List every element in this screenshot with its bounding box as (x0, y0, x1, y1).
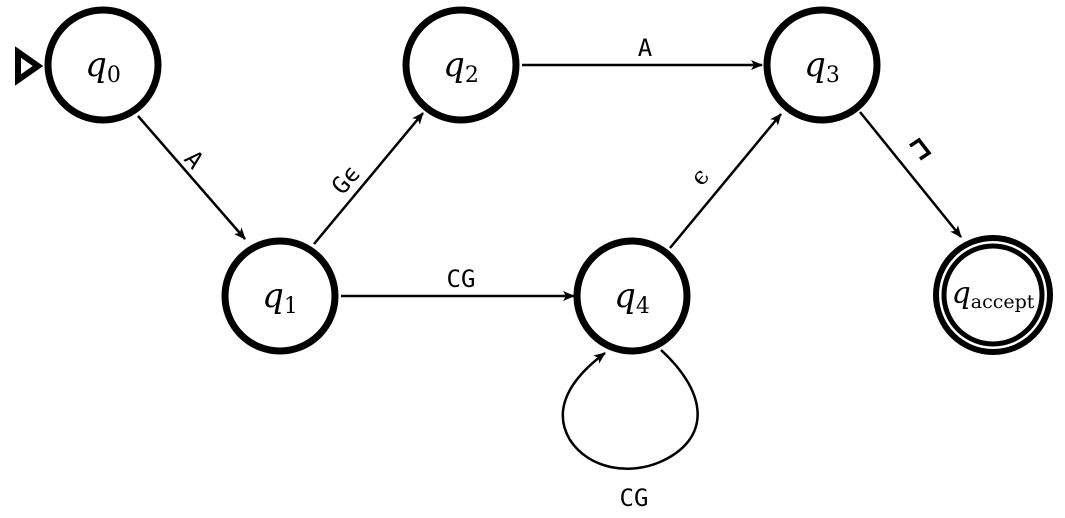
edge-label-q0-q1: A (179, 145, 210, 175)
svg-text:q3: q3 (804, 45, 840, 88)
state-subscript: 2 (465, 63, 479, 88)
state-subscript: accept (971, 291, 1035, 313)
edge-q1-q2 (313, 112, 424, 245)
edge-label-q4-q4: CG (620, 484, 649, 512)
state-subscript: 4 (636, 294, 650, 319)
svg-text:q4: q4 (614, 276, 650, 319)
svg-text:q0: q0 (85, 45, 121, 88)
state-subscript: 3 (826, 63, 840, 88)
state-name: q (804, 45, 826, 85)
state-subscript: 1 (284, 294, 298, 319)
state-q4[interactable]: q4 (573, 237, 691, 355)
state-name: q (85, 45, 107, 85)
edge-q0-q1 (137, 115, 246, 240)
svg-text:q2: q2 (443, 45, 479, 88)
blank-symbol-icon (909, 137, 932, 161)
state-name: q (443, 45, 465, 85)
state-qaccept[interactable]: qaccept (933, 235, 1053, 355)
state-q2[interactable]: q2 (402, 6, 520, 124)
state-subscript: 0 (107, 63, 121, 88)
state-q3[interactable]: q3 (763, 6, 881, 124)
edge-q3-qaccept (859, 111, 962, 238)
edge-label-q1-q2: Gϵ (326, 160, 366, 200)
svg-text:qaccept: qaccept (952, 276, 1035, 313)
edge-q4-q4-loop (561, 349, 699, 470)
edge-label-q1-q4: CG (447, 265, 476, 293)
state-name: q (262, 276, 284, 316)
edge-q4-q3 (669, 113, 782, 249)
state-name: q (952, 276, 971, 311)
svg-text:q1: q1 (262, 276, 298, 319)
start-marker-icon (15, 46, 44, 86)
edge-label-q4-q3: ϵ (685, 163, 715, 191)
state-name: q (614, 276, 636, 316)
state-q1[interactable]: q1 (221, 237, 339, 355)
edge-label-q2-q3: A (638, 34, 653, 62)
state-q0[interactable]: q0 (44, 6, 162, 124)
